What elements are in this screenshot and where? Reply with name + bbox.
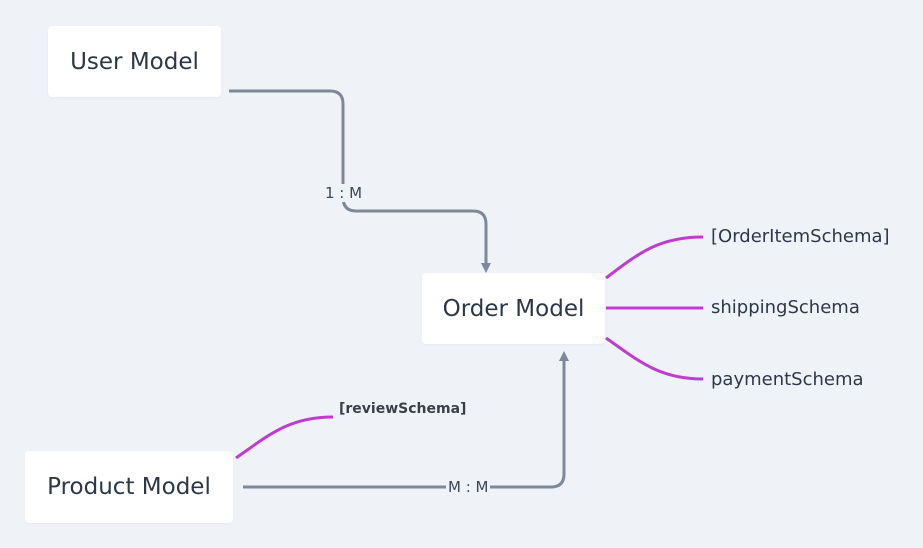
user-model-label: User Model: [70, 48, 199, 75]
user-order-connector: [229, 89, 491, 273]
user-order-relation-label: 1 : M: [323, 184, 365, 202]
product-model-node[interactable]: Product Model: [25, 451, 233, 523]
order-model-node[interactable]: Order Model: [422, 273, 605, 344]
product-order-relation-label: M : M: [446, 478, 491, 496]
product-order-connector: [243, 351, 569, 489]
review-schema-label[interactable]: [reviewSchema]: [339, 401, 467, 417]
product-branch-review: [235, 415, 334, 460]
order-branch-payment: [605, 336, 704, 381]
payment-schema-label[interactable]: paymentSchema: [711, 369, 864, 390]
product-model-label: Product Model: [47, 474, 211, 500]
order-branch-orderitem: [605, 235, 704, 280]
order-model-label: Order Model: [442, 295, 585, 322]
shipping-schema-label[interactable]: shippingSchema: [711, 297, 860, 318]
user-model-node[interactable]: User Model: [48, 26, 221, 97]
order-item-schema-label[interactable]: [OrderItemSchema]: [711, 226, 890, 247]
